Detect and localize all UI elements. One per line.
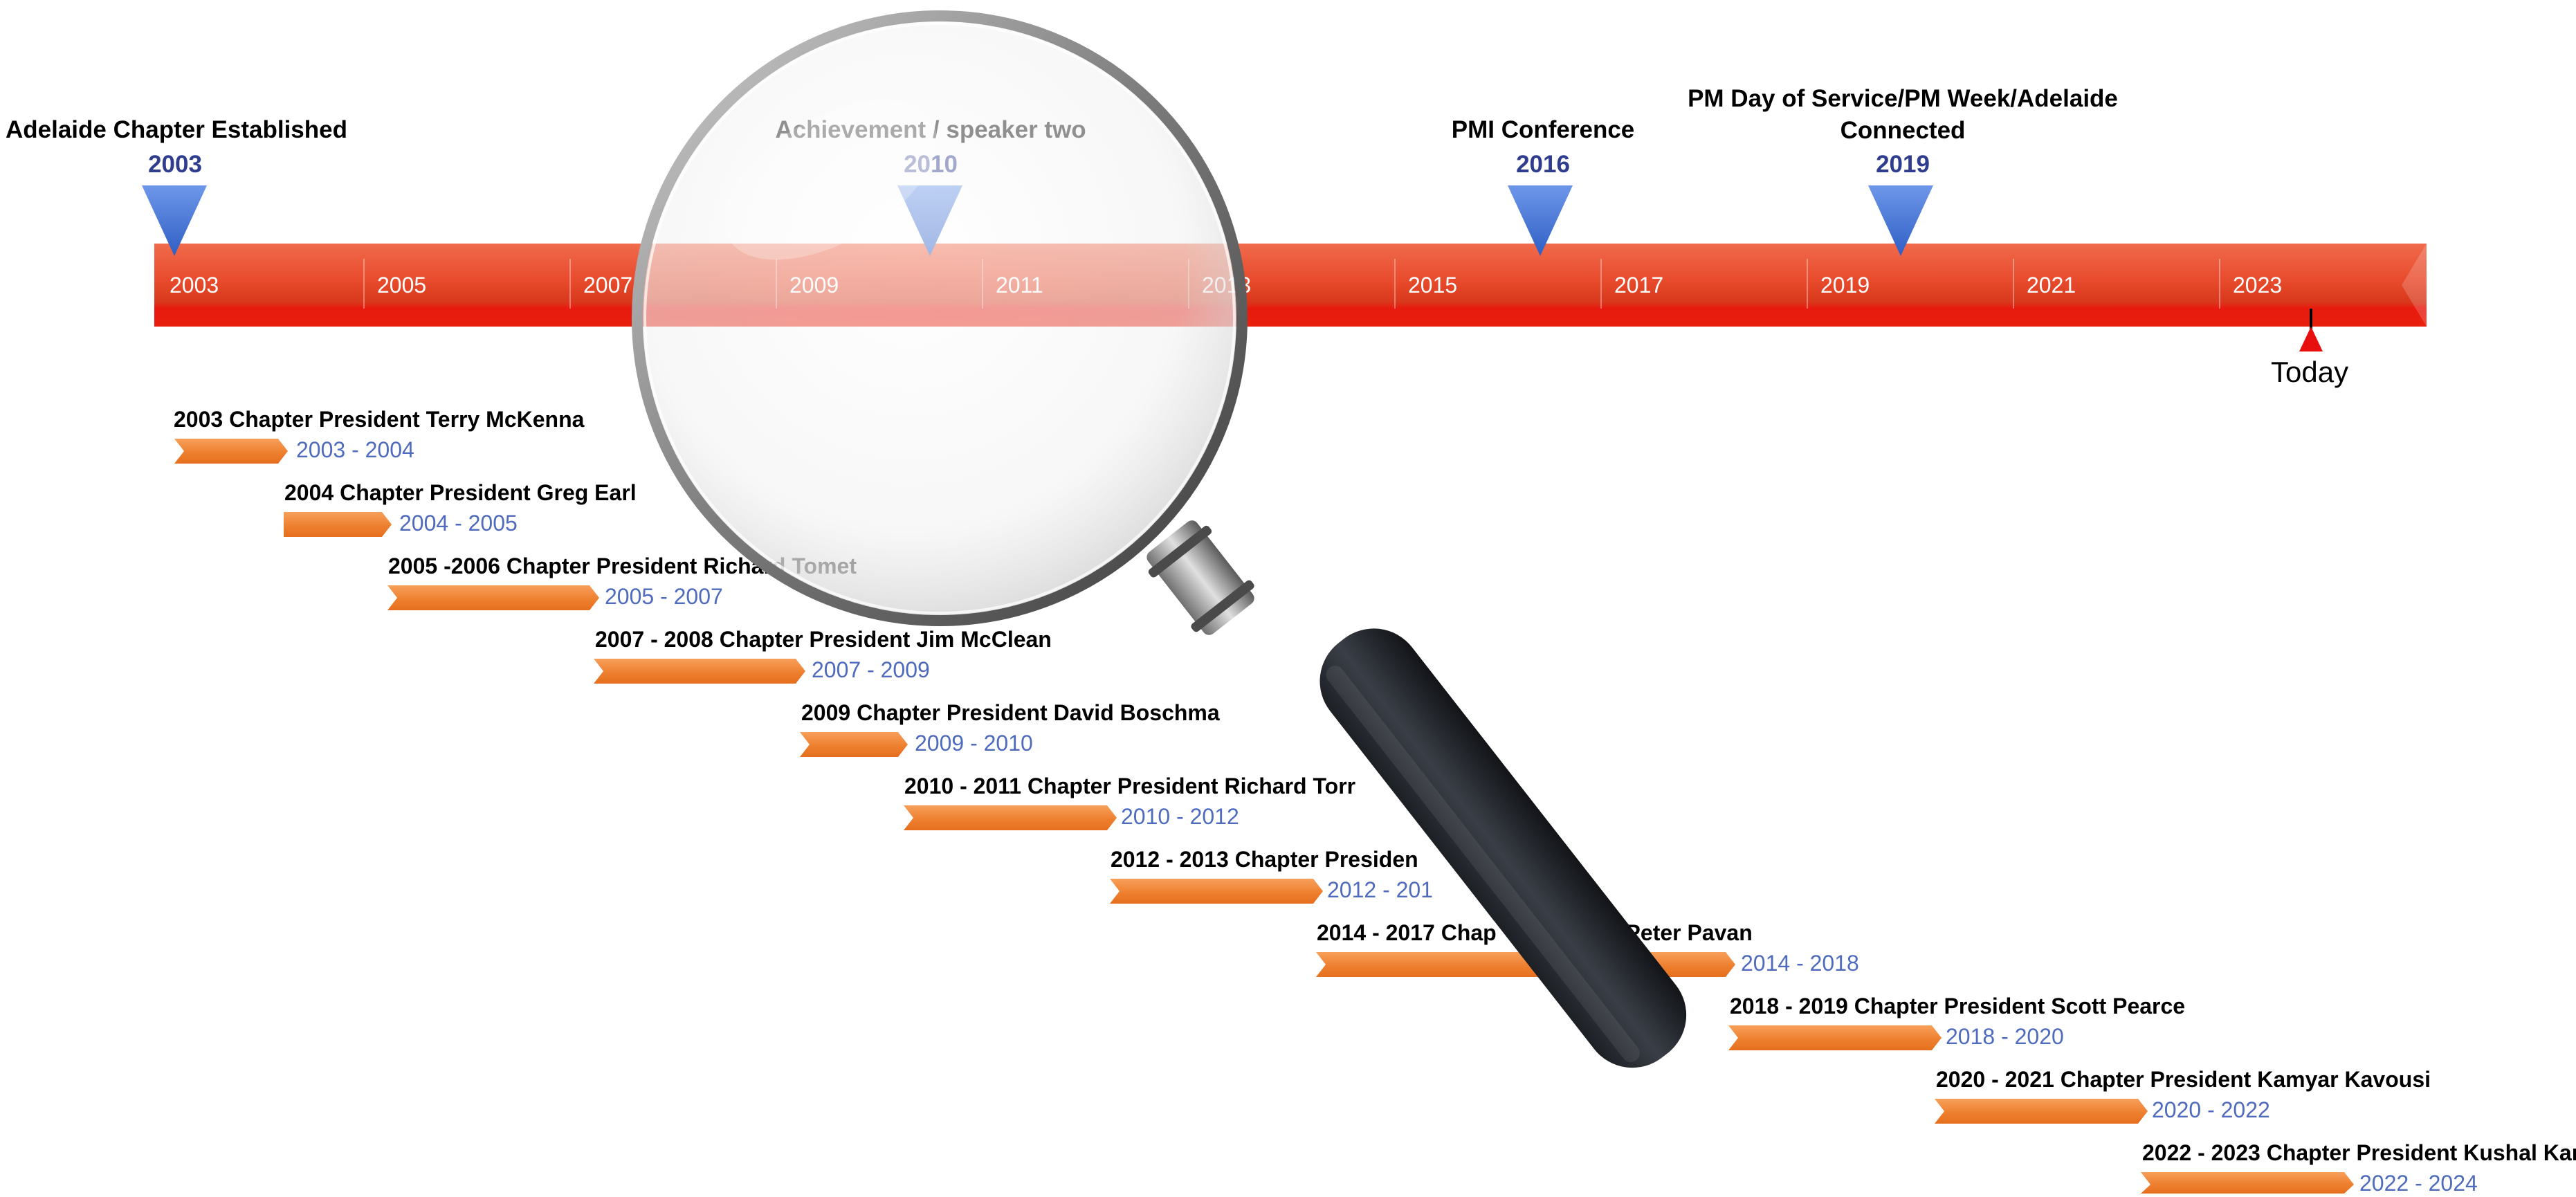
task-bar [904, 805, 1117, 830]
milestone-year: 2003 [148, 151, 202, 178]
task-range: 2007 - 2009 [812, 657, 930, 682]
scale-tick [2013, 259, 2014, 309]
task-range: 2009 - 2010 [915, 731, 1033, 756]
task-bar [594, 659, 805, 684]
task-title-tail: t Peter Pavan [1612, 920, 1753, 945]
milestone-marker [1868, 185, 1933, 256]
milestone-year: 2019 [1876, 151, 1930, 178]
task-title: 2005 -2006 Chapter President Richard Tom… [388, 554, 857, 578]
task-range: 2003 - 2004 [296, 437, 414, 462]
scale-tick [1394, 259, 1396, 309]
task-title: 2007 - 2008 Chapter President Jim McClea… [595, 627, 1052, 652]
task-range: 2022 - 2024 [2359, 1171, 2478, 1196]
task-bar [1728, 1025, 1942, 1050]
scale-year: 2023 [2233, 273, 2283, 298]
task-title: 2014 - 2017 Chap [1317, 920, 1497, 945]
scale-tick [2219, 259, 2220, 309]
task-title: 2020 - 2021 Chapter President Kamyar Kav… [1936, 1067, 2431, 1092]
task-range: 2010 - 2012 [1121, 804, 1239, 829]
scale-year: 2015 [1408, 273, 1458, 298]
scale-year: 2021 [2027, 273, 2076, 298]
milestone-marker [142, 185, 207, 256]
task-range: 2004 - 2005 [399, 511, 518, 536]
task-bar [1316, 952, 1735, 977]
scale-year: 2003 [170, 273, 219, 298]
task-title: 2022 - 2023 Chapter President Kushal Kar [2142, 1140, 2576, 1165]
task-range: 2018 - 2020 [1946, 1024, 2064, 1049]
scale-tick [363, 259, 365, 309]
today-label: Today [2271, 356, 2349, 388]
scale-tick [1807, 259, 1808, 309]
task-range: 2012 - 201 [1327, 877, 1434, 902]
scale-tick [569, 259, 571, 309]
milestone-title: PMI Conference [1451, 116, 1635, 143]
task-bar [800, 732, 908, 757]
task-bar [387, 585, 599, 610]
task-title: 2010 - 2011 Chapter President Richard To… [904, 774, 1356, 798]
scale-year: 2019 [1820, 273, 1870, 298]
task-bar [284, 512, 392, 537]
task-title: 2004 Chapter President Greg Earl [284, 480, 637, 505]
milestone-year: 2016 [1516, 151, 1570, 178]
today-marker-icon [2299, 327, 2323, 351]
task-title: 2012 - 2013 Chapter Presiden [1111, 847, 1418, 872]
task-range: 2014 - 2018 [1741, 951, 1859, 976]
task-range: 2020 - 2022 [2152, 1097, 2270, 1122]
task-title: 2018 - 2019 Chapter President Scott Pear… [1730, 994, 2186, 1018]
task-bar [2141, 1172, 2354, 1194]
scale-tick [1600, 259, 1602, 309]
task-title: 2009 Chapter President David Boschma [801, 700, 1220, 725]
milestone-marker [1508, 185, 1573, 256]
task-range: 2005 - 2007 [605, 584, 723, 609]
scale-year: 2017 [1614, 273, 1664, 298]
task-bar [1935, 1099, 2148, 1124]
milestone-title: PM Day of Service/PM Week/Adelaide Conne… [1688, 85, 2118, 144]
task-title: 2003 Chapter President Terry McKenna [174, 407, 585, 432]
milestone-title: Adelaide Chapter Established [5, 116, 348, 143]
scale-year: 2005 [377, 273, 427, 298]
scale-year: 2007 [583, 273, 633, 298]
task-bar [174, 439, 288, 464]
today-line [2310, 309, 2312, 329]
band-end-cap [2402, 244, 2427, 327]
timeline-band: 2003 2005 2007 2009 2011 2013 2015 2017 … [154, 244, 2427, 327]
task-bar [1110, 879, 1323, 904]
